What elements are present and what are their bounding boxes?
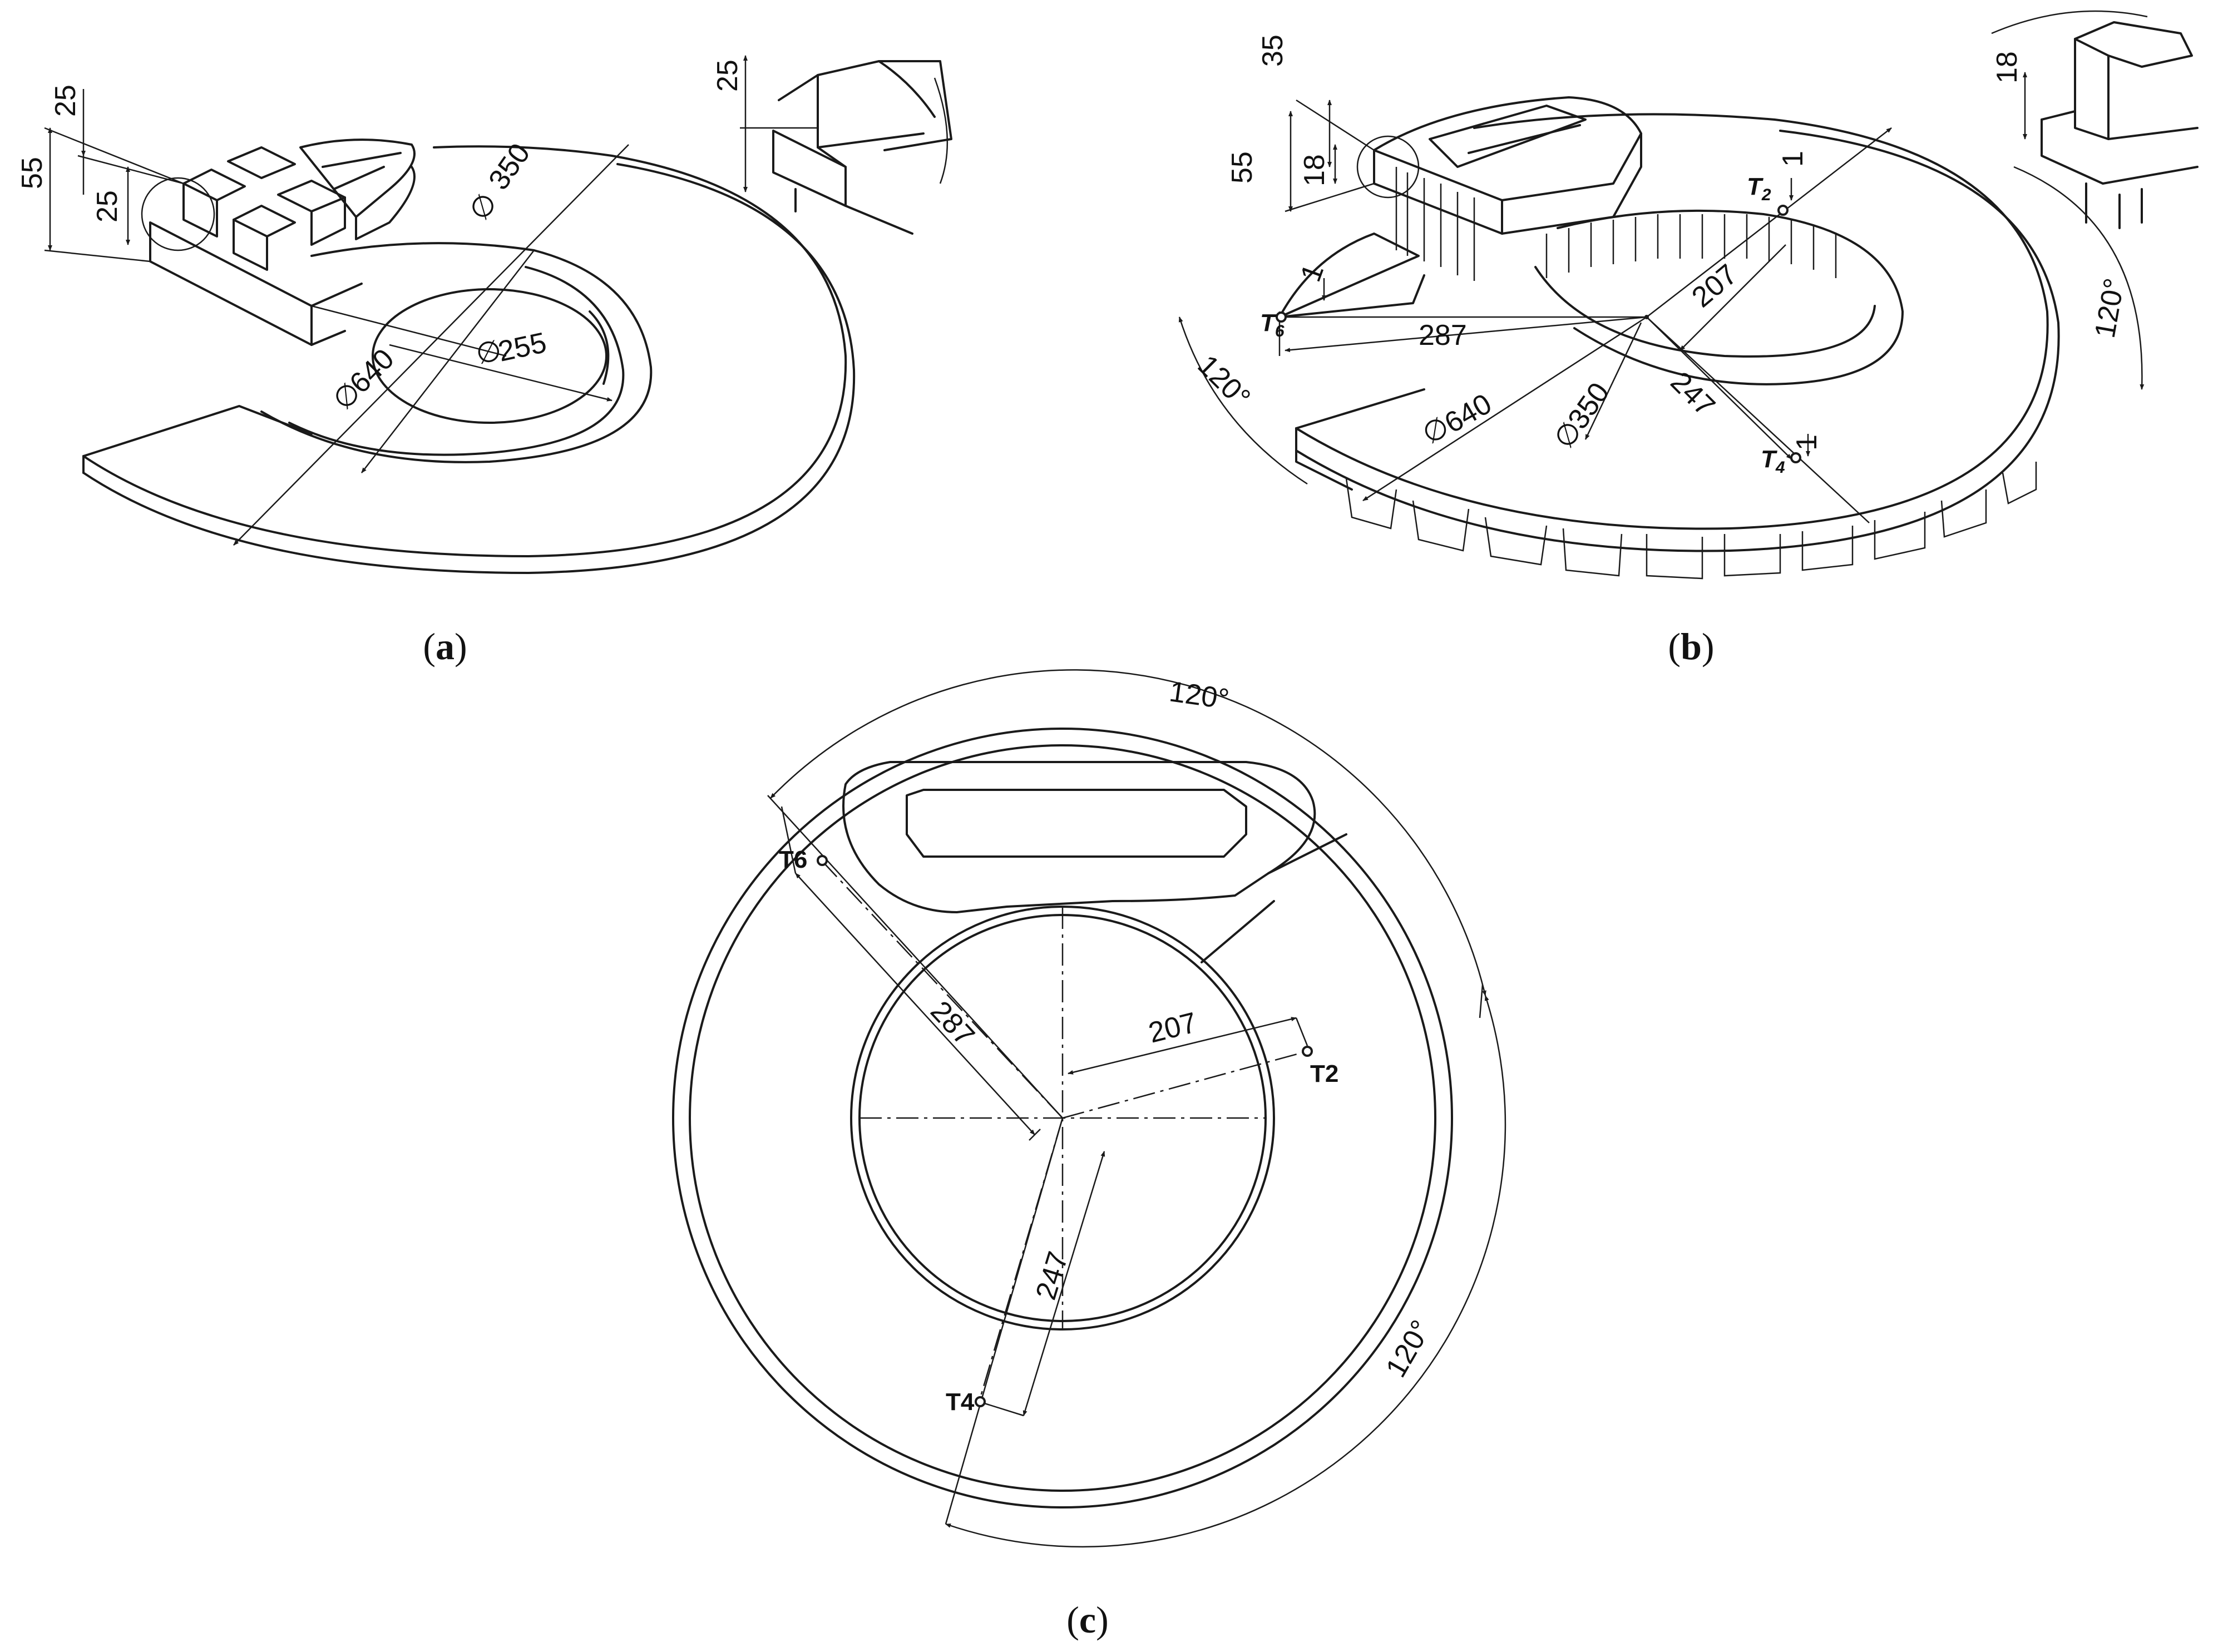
- dim-247-text: 247: [1030, 1248, 1075, 1304]
- point-t4-label: T4: [946, 1388, 975, 1416]
- dim-d255-text: 255: [495, 327, 549, 368]
- dim-55-text: 55: [16, 157, 48, 189]
- panel-b-isometric-view: 35 55 18 18 1 1 1 287 207 247 ∅ 350 ∅ 64…: [1178, 10, 2199, 667]
- diameter-symbol: ∅: [463, 187, 503, 226]
- dim-1-t4-text: 1: [1791, 434, 1823, 451]
- dim-1-t2-text: 1: [1777, 151, 1809, 167]
- dim-25-mid-text: 25: [91, 190, 124, 222]
- point-t2-label: T2: [1747, 173, 1771, 204]
- dim-1-t6-text: 1: [1295, 260, 1330, 286]
- dim-247-text: 247: [1664, 365, 1721, 422]
- caption-c: (c): [1066, 1599, 1109, 1641]
- dim-287-text: 287: [1419, 319, 1467, 352]
- point-t4-label: T4: [1761, 446, 1785, 477]
- dim-18-text: 18: [1298, 154, 1331, 186]
- angle-120-right-text: 120°: [2089, 276, 2131, 340]
- point-t6-label: T6: [779, 846, 807, 873]
- angle-120-right-text: 120°: [1380, 1315, 1437, 1383]
- angle-120-top-text: 120°: [1167, 675, 1231, 715]
- dim-55-text: 55: [1226, 151, 1258, 184]
- panel-c-plan-view: 287 207 247 120° 120° T6 T2 T4 (c): [672, 669, 1506, 1641]
- caption-a: (a): [423, 625, 467, 667]
- detail-18-text: 18: [1991, 51, 2023, 83]
- detail-25-text: 25: [712, 60, 744, 92]
- dim-207-text: 207: [1686, 258, 1743, 314]
- dim-287-text: 287: [924, 995, 981, 1052]
- dim-35-text: 35: [1257, 34, 1289, 67]
- dim-25-top-text: 25: [50, 85, 82, 117]
- angle-120-left-text: 120°: [1192, 349, 1257, 414]
- point-t2-label: T2: [1310, 1060, 1338, 1087]
- point-t6-label: T6: [1260, 309, 1285, 340]
- panel-a-isometric-view: 55 25 25 25 ∅ 350 ∅ 255 ∅ 640 (a): [16, 55, 952, 667]
- caption-b: (b): [1668, 625, 1714, 667]
